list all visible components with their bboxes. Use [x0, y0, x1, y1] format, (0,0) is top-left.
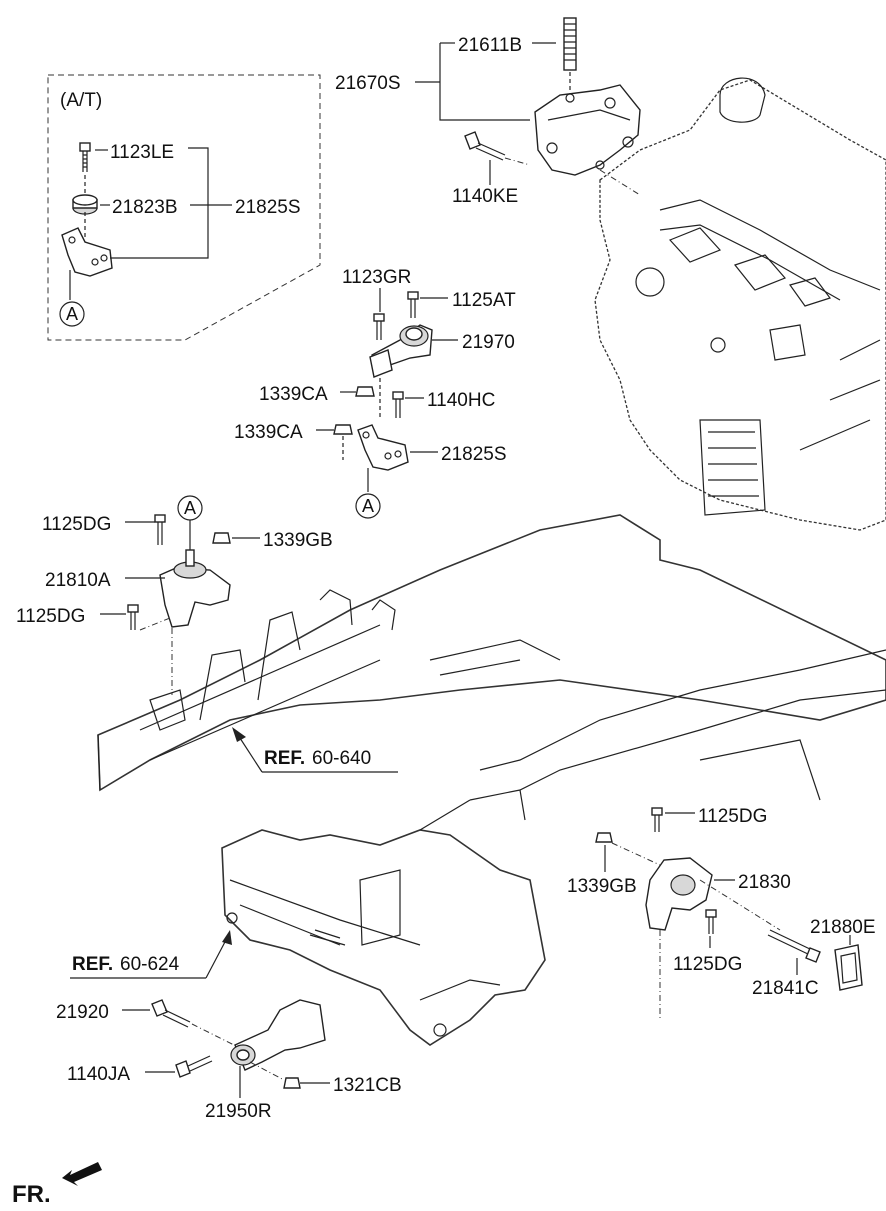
reference-circle-a — [355, 493, 381, 519]
bracket-icon — [61, 227, 113, 277]
ref-num-60-640: 60-640 — [312, 748, 371, 769]
left-mount-21810A: A 1125DG 1339GB 21810A 1125DG — [16, 495, 333, 695]
ref-bold-60-624: REF. — [72, 954, 113, 975]
nut-icon — [595, 832, 613, 843]
label-1125DG-4: 1125DG — [673, 954, 742, 975]
label-21841C: 21841C — [752, 978, 819, 999]
direction-indicator: FR. — [12, 1162, 102, 1208]
label-1339GB-1: 1339GB — [263, 530, 333, 551]
long-bolt-icon — [767, 929, 821, 963]
label-1339CA-1: 1339CA — [259, 384, 328, 405]
bolt-icon — [127, 604, 139, 630]
engine-bracket-21670S: 21611B 21670S 1140KE — [335, 17, 641, 207]
bolt-icon — [154, 514, 166, 545]
bolt-icon — [407, 291, 419, 318]
label-21830: 21830 — [738, 872, 791, 893]
label-1125DG-3: 1125DG — [698, 806, 767, 827]
label-1125DG-2: 1125DG — [16, 606, 85, 627]
right-mount-21830: 1125DG 1339GB 21830 1125DG 21841C 21880E — [567, 806, 876, 1020]
at-inset: (A/T) 1123LE 21823B 21825S A — [47, 74, 321, 341]
bolt-icon — [464, 131, 506, 161]
bushing-icon — [72, 194, 98, 215]
stud-icon — [563, 17, 577, 71]
label-1339CA-2: 1339CA — [234, 422, 303, 443]
label-1339GB-2: 1339GB — [567, 876, 637, 897]
nut-icon — [355, 386, 375, 397]
bolt-icon — [175, 1055, 213, 1078]
reference-circle-a — [59, 301, 85, 327]
label-1123GR: 1123GR — [342, 267, 411, 288]
fr-label: FR. — [12, 1181, 51, 1208]
label-21880E: 21880E — [810, 917, 876, 938]
label-21670S: 21670S — [335, 73, 401, 94]
label-1321CB: 1321CB — [333, 1075, 402, 1096]
bolt-icon — [705, 909, 717, 934]
label-21810A: 21810A — [45, 570, 111, 591]
label-21825S-inset: 21825S — [235, 197, 301, 218]
label-21950R: 21950R — [205, 1101, 272, 1122]
leader-arrow — [205, 939, 227, 979]
upper-frame-member — [97, 514, 886, 792]
nut-icon — [212, 532, 231, 544]
ref-bold-60-640: REF. — [264, 748, 305, 769]
circle-a-mount: A — [184, 498, 196, 518]
circle-a-bracket: A — [362, 496, 374, 516]
label-21823B: 21823B — [112, 197, 178, 218]
cap-icon — [834, 944, 863, 991]
center-mount: 1123GR 1125AT 21970 1339CA 1140HC — [234, 267, 516, 519]
label-21920: 21920 — [56, 1002, 109, 1023]
arrowhead-icon — [222, 930, 232, 945]
label-1125AT: 1125AT — [452, 290, 516, 311]
label-1140KE: 1140KE — [452, 186, 518, 207]
front-arrow-icon — [62, 1162, 102, 1186]
label-1123LE: 1123LE — [110, 142, 174, 163]
bolt-icon — [392, 391, 404, 418]
leader-arrow — [237, 734, 263, 773]
bolt-icon — [79, 142, 91, 172]
lower-subframe — [221, 649, 886, 1046]
ref-num-60-624: 60-624 — [120, 954, 180, 975]
bolt-icon — [651, 807, 663, 832]
label-21825S: 21825S — [441, 444, 507, 465]
nut-icon — [283, 1077, 301, 1089]
label-1140HC: 1140HC — [427, 390, 495, 411]
label-21611B: 21611B — [458, 35, 522, 56]
label-21970: 21970 — [462, 332, 515, 353]
bolt-icon — [151, 999, 191, 1028]
label-1140JA: 1140JA — [67, 1064, 130, 1085]
bolt-icon — [373, 313, 385, 340]
arrowhead-icon — [232, 727, 246, 742]
circle-a-inset: A — [66, 304, 78, 324]
inset-title: (A/T) — [60, 90, 102, 111]
engine-block — [594, 77, 886, 531]
rear-roll-mount: 21920 21950R 1140JA 1321CB — [56, 999, 402, 1122]
nut-icon — [333, 424, 353, 435]
label-1125DG-1: 1125DG — [42, 514, 111, 535]
